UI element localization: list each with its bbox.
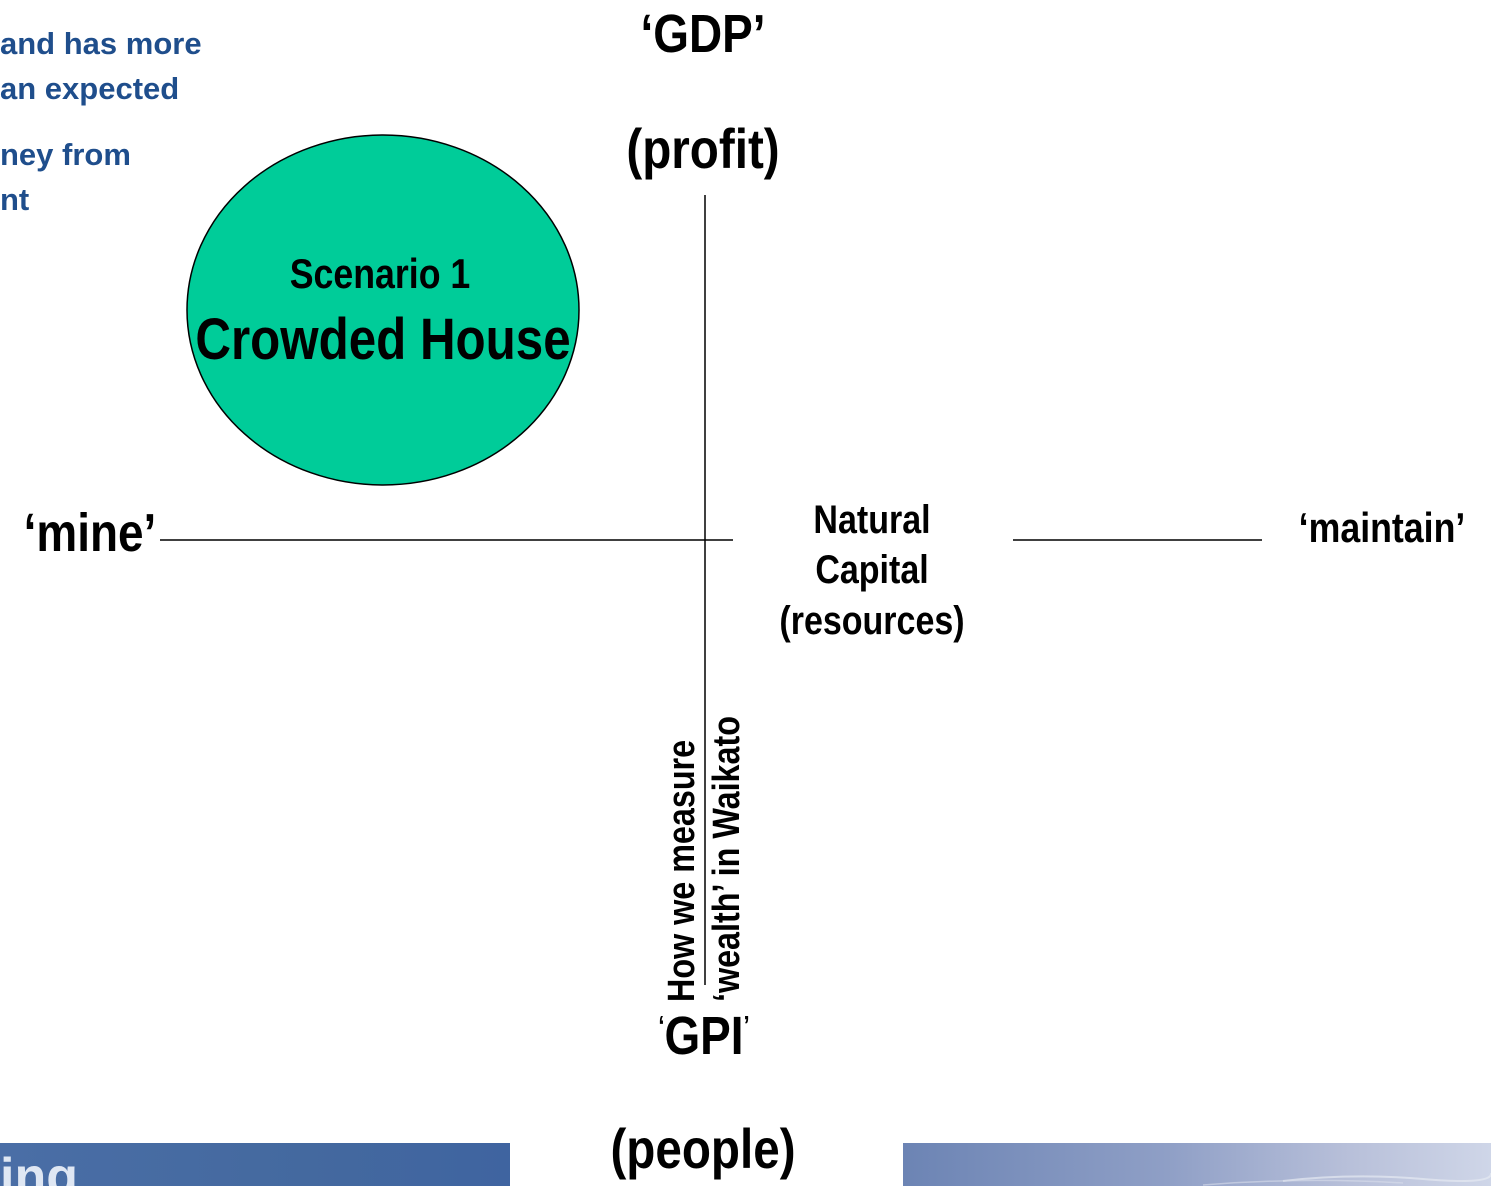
gpi-close-quote: ’ [743, 1010, 750, 1040]
footer-banner-decoration [1202, 1172, 1491, 1186]
intro-text-line-1: and has more [0, 26, 202, 61]
axis-top-label-gdp: ‘GDP’ [640, 4, 766, 64]
axis-bottom-label-people: (people) [610, 1117, 796, 1180]
natural-capital-line-1: Natural [813, 498, 931, 542]
natural-capital-line-3: (resources) [779, 599, 965, 643]
footer-banner-right [903, 1143, 1491, 1186]
gpi-open-quote: ‘ [658, 1010, 665, 1040]
intro-text-line-3: ney from [0, 137, 131, 172]
scenario-name-label: Crowded House [195, 307, 571, 372]
intro-text-line-4: nt [0, 182, 30, 217]
axis-left-label-mine: ‘mine’ [23, 503, 157, 563]
intro-text-line-2: an expected [0, 71, 180, 106]
vertical-caption: How we measure ‘wealth’ in Waikato [660, 622, 750, 1002]
scenario-ellipse [186, 134, 580, 486]
gpi-text: GPI [664, 1006, 744, 1066]
axis-top-label-profit: (profit) [626, 117, 780, 180]
footer-banner-text: ing [0, 1148, 78, 1186]
vertical-caption-line-1: How we measure [661, 739, 703, 1002]
axis-bottom-label-gpi: ‘GPI’ [619, 1005, 789, 1067]
natural-capital-line-2: Capital [815, 548, 929, 592]
scenario-number-label: Scenario 1 [289, 250, 471, 297]
footer-banner-left: ing [0, 1143, 510, 1186]
vertical-caption-line-2: ‘wealth’ in Waikato [706, 716, 748, 1002]
axis-right-label-maintain: ‘maintain’ [1298, 504, 1466, 551]
